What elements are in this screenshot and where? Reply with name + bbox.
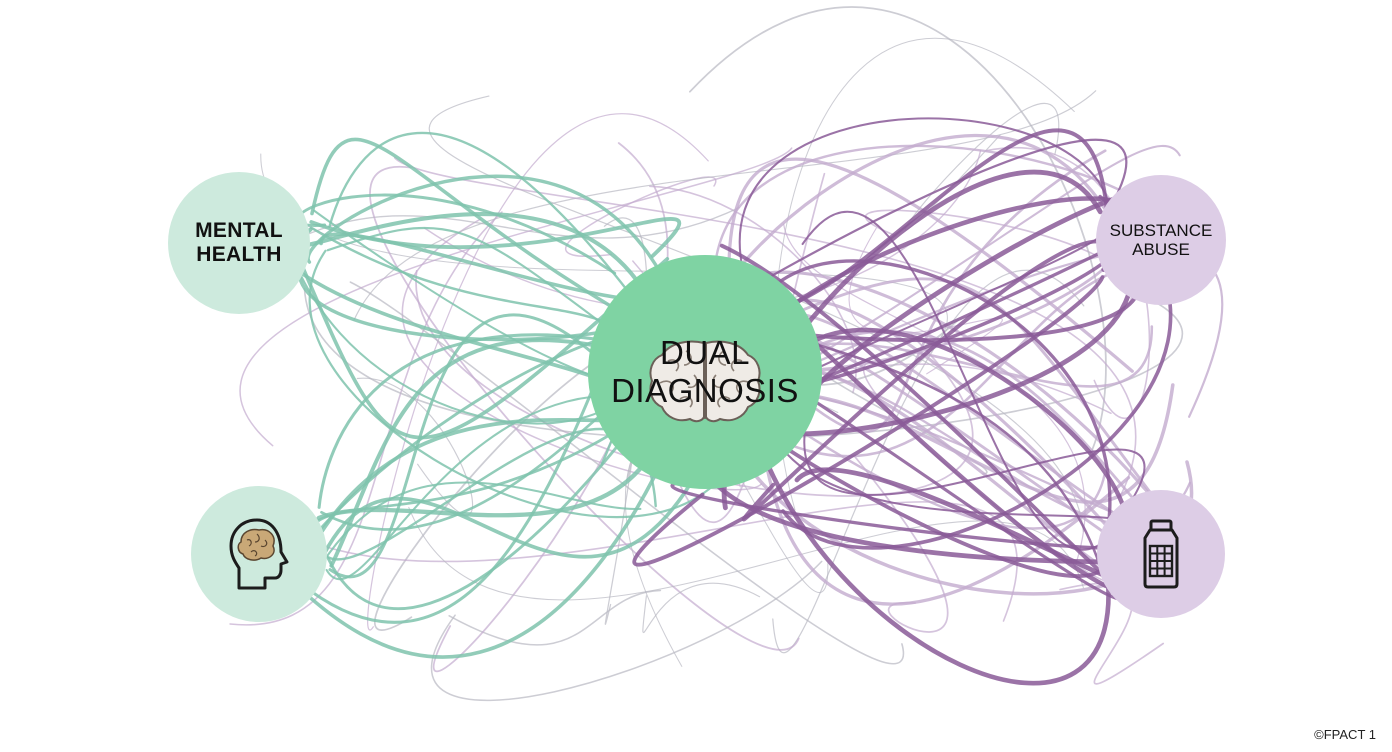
brain-icon bbox=[649, 340, 761, 423]
thread bbox=[448, 589, 662, 646]
thread bbox=[783, 223, 1086, 568]
thread bbox=[772, 269, 1085, 654]
thread bbox=[308, 249, 711, 519]
pill-bottle-icon bbox=[1143, 519, 1179, 589]
thread bbox=[737, 149, 1107, 434]
substance-abuse-label: SUBSTANCE ABUSE bbox=[1109, 220, 1213, 259]
thread bbox=[803, 435, 1146, 541]
thread bbox=[649, 185, 857, 394]
thread bbox=[430, 560, 823, 702]
head-brain-icon bbox=[229, 518, 289, 590]
thread bbox=[303, 287, 1184, 440]
thread bbox=[317, 333, 638, 509]
thread bbox=[353, 90, 1097, 321]
thread bbox=[356, 377, 474, 516]
thread bbox=[689, 6, 1107, 461]
thread bbox=[432, 142, 669, 672]
mental-health-icon-node bbox=[191, 486, 327, 622]
thread bbox=[642, 582, 761, 634]
thread bbox=[293, 212, 655, 308]
thread bbox=[741, 239, 1107, 522]
thread bbox=[740, 390, 1106, 530]
thread bbox=[239, 147, 793, 447]
thread bbox=[739, 382, 1111, 686]
thread bbox=[328, 131, 631, 295]
dual-diagnosis-label: DUAL DIAGNOSIS bbox=[611, 334, 799, 409]
thread bbox=[632, 275, 1105, 567]
thread bbox=[328, 313, 608, 579]
thread bbox=[429, 95, 1084, 533]
thread bbox=[310, 137, 655, 332]
thread bbox=[229, 211, 503, 626]
substance-abuse-node: SUBSTANCE ABUSE bbox=[1096, 175, 1226, 305]
thread bbox=[304, 469, 700, 598]
thread bbox=[369, 165, 800, 651]
thread bbox=[801, 210, 1109, 551]
dual-diagnosis-node: DUAL DIAGNOSIS bbox=[588, 255, 822, 489]
thread bbox=[985, 147, 1151, 419]
mental-health-label: MENTAL HEALTH bbox=[195, 219, 283, 266]
substance-abuse-icon-node bbox=[1097, 490, 1225, 618]
watermark-text: ©FPACT 1 bbox=[1314, 727, 1376, 742]
thread bbox=[415, 269, 974, 497]
thread bbox=[367, 113, 709, 631]
mental-health-node: MENTAL HEALTH bbox=[168, 172, 310, 314]
thread bbox=[301, 256, 670, 440]
